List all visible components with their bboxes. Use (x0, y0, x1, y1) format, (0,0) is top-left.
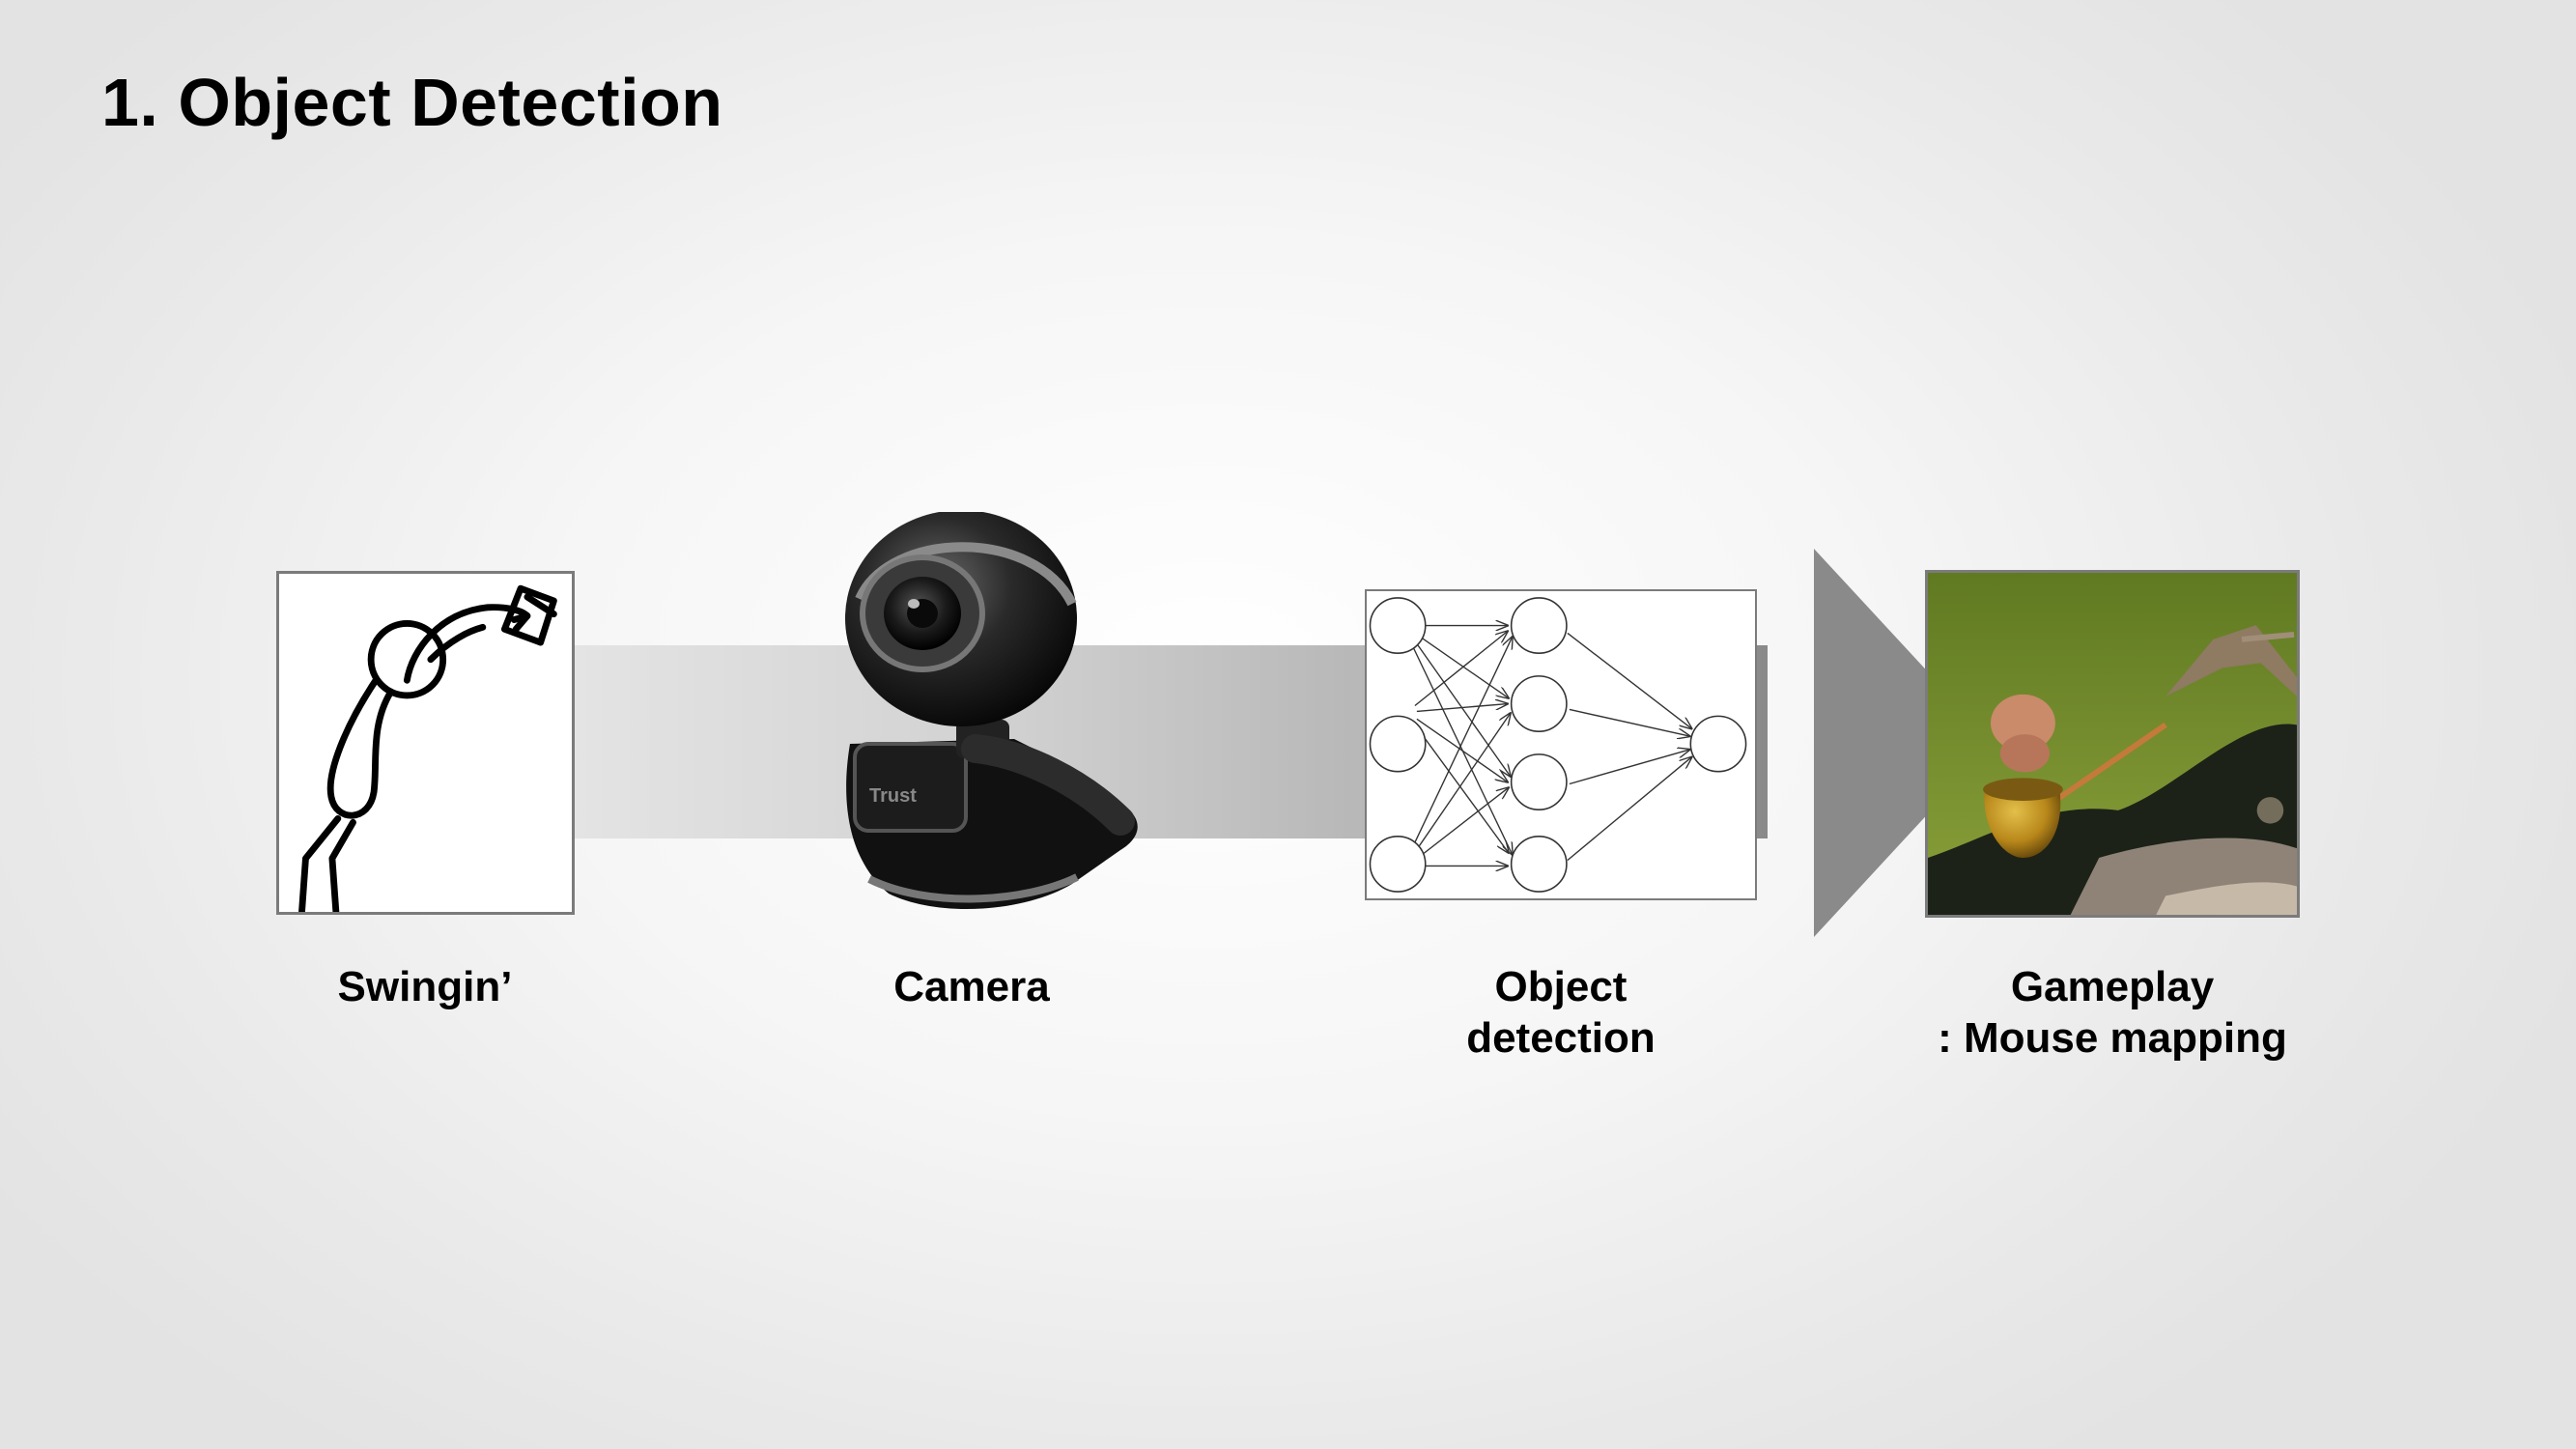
neural-network-diagram (1369, 597, 1747, 893)
step-label-gameplay-line1: Gameplay (2010, 963, 2215, 1010)
step-label-gameplay-line2: : Mouse mapping (1938, 1014, 2287, 1062)
webcam-icon: Trust (845, 512, 1138, 910)
game-screenshot (1928, 573, 2297, 915)
step-label-gameplay: Gameplay : Mouse mapping (1871, 961, 2354, 1064)
slide-title: 1. Object Detection (101, 65, 723, 140)
gameplay-screenshot (1925, 570, 2300, 918)
swing-figure-image (276, 571, 575, 915)
neural-network-image (1365, 589, 1757, 900)
step-label-swingin: Swingin’ (337, 963, 513, 1010)
step-label-object-detection: Object detection (1416, 961, 1706, 1064)
step-label-camera: Camera (893, 963, 1050, 1010)
step-label-object-detection-line1: Object (1494, 963, 1628, 1010)
webcam-brand-text: Trust (869, 785, 917, 807)
flow-arrow-head (1814, 549, 1934, 937)
stick-figure-icon (298, 584, 557, 912)
step-label-object-detection-line2: detection (1466, 1014, 1656, 1062)
